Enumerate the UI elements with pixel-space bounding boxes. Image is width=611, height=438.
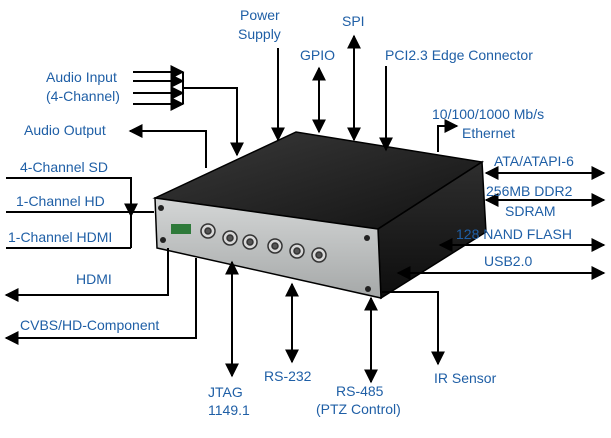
label-audio-output: Audio Output — [24, 122, 106, 138]
label-ata: ATA/ATAPI-6 — [494, 153, 574, 169]
label-4ch-sd: 4-Channel SD — [20, 159, 108, 175]
label-usb: USB2.0 — [484, 253, 532, 269]
labels: Power Supply SPI GPIO PCI2.3 Edge Connec… — [8, 7, 574, 418]
label-power: Power — [240, 7, 280, 23]
label-supply: Supply — [238, 26, 281, 42]
label-ddr2: 256MB DDR2 — [486, 183, 573, 199]
label-rs485: RS-485 — [336, 383, 384, 399]
label-ptz: (PTZ Control) — [316, 401, 401, 417]
label-audio-input-channels: (4-Channel) — [46, 88, 120, 104]
label-sdram: SDRAM — [505, 203, 556, 219]
label-cvbs: CVBS/HD-Component — [20, 317, 159, 333]
device-box — [152, 131, 487, 300]
label-spi: SPI — [342, 13, 365, 29]
label-gpio: GPIO — [300, 47, 335, 63]
bnc-connectors — [200, 223, 327, 263]
label-ir: IR Sensor — [434, 370, 497, 386]
label-1ch-hdmi: 1-Channel HDMI — [8, 229, 112, 245]
connection-lines — [4, 34, 606, 384]
label-1ch-hd: 1-Channel HD — [16, 193, 105, 209]
logo-badge — [171, 224, 191, 234]
label-jtag-std: 1149.1 — [208, 402, 250, 418]
label-nand: 128 NAND FLASH — [456, 226, 572, 242]
label-rs232: RS-232 — [264, 368, 312, 384]
label-pci: PCI2.3 Edge Connector — [385, 47, 533, 63]
label-jtag: JTAG — [208, 384, 243, 400]
label-audio-input: Audio Input — [46, 69, 117, 85]
label-ethernet-speed: 10/100/1000 Mb/s — [432, 106, 544, 122]
label-hdmi: HDMI — [76, 271, 112, 287]
label-ethernet: Ethernet — [462, 125, 515, 141]
